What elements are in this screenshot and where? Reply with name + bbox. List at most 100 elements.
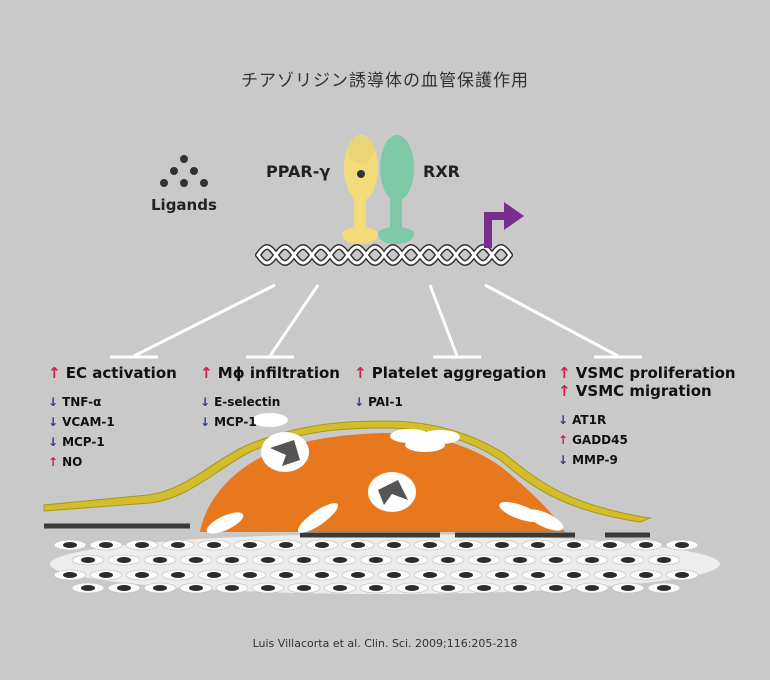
smooth-muscle-nucleus xyxy=(441,557,455,563)
effect-item-text: AT1R xyxy=(572,413,607,427)
effect-list: ↓AT1R↑GADD45↓MMP-9 xyxy=(558,410,736,470)
smooth-muscle-nucleus xyxy=(675,542,689,548)
rxr-receptor xyxy=(378,135,414,244)
ppar-gamma-receptor xyxy=(342,135,378,244)
down-arrow-icon: ↓ xyxy=(200,415,211,429)
smooth-muscle-nucleus xyxy=(405,557,419,563)
effect-list: ↓TNF-α↓VCAM-1↓MCP-1↑NO xyxy=(48,392,177,472)
smooth-muscle-nucleus xyxy=(531,572,545,578)
citation: Luis Villacorta et al. Clin. Sci. 2009;1… xyxy=(252,637,518,650)
up-arrow-icon: ↑ xyxy=(200,364,213,382)
down-arrow-icon: ↓ xyxy=(48,395,59,409)
effect-item-text: PAI-1 xyxy=(368,395,403,409)
smooth-muscle-nucleus xyxy=(513,585,527,591)
smooth-muscle-nucleus xyxy=(531,542,545,548)
down-arrow-icon: ↓ xyxy=(200,395,211,409)
effect-list: ↓PAI-1 xyxy=(354,392,546,412)
up-arrow-icon: ↑ xyxy=(48,364,61,382)
smooth-muscle-nucleus xyxy=(405,585,419,591)
smooth-muscle-nucleus xyxy=(171,542,185,548)
effect-block: ↑ VSMC proliferation ↑ VSMC migration ↓AT1… xyxy=(558,364,736,470)
diagram-title: チアゾリジン誘導体の血管保護作用 xyxy=(241,71,529,91)
smooth-muscle-nucleus xyxy=(441,585,455,591)
effect-header-text: Mϕ infiltration xyxy=(212,364,340,382)
smooth-muscle-nucleus xyxy=(585,557,599,563)
up-arrow-icon: ↑ xyxy=(558,433,569,447)
effect-header-text: Platelet aggregation xyxy=(366,364,547,382)
smooth-muscle-nucleus xyxy=(333,585,347,591)
effect-item-text: GADD45 xyxy=(572,433,628,447)
smooth-muscle-nucleus xyxy=(81,585,95,591)
transcription-arrow xyxy=(484,202,524,248)
vessel-wall xyxy=(44,523,720,594)
smooth-muscle-nucleus xyxy=(81,557,95,563)
smooth-muscle-nucleus xyxy=(135,572,149,578)
smooth-muscle-nucleus xyxy=(621,585,635,591)
up-arrow-icon: ↑ xyxy=(48,455,59,469)
smooth-muscle-nucleus xyxy=(477,557,491,563)
smooth-muscle-nucleus xyxy=(567,572,581,578)
smooth-muscle-nucleus xyxy=(207,572,221,578)
effect-item: ↓E-selectin xyxy=(200,392,340,412)
effect-item: ↓MCP-1 xyxy=(200,412,340,432)
effect-item-text: VCAM-1 xyxy=(62,415,115,429)
effect-list: ↓E-selectin↓MCP-1 xyxy=(200,392,340,432)
up-arrow-icon: ↑ xyxy=(354,364,367,382)
effect-item-text: E-selectin xyxy=(214,395,281,409)
smooth-muscle-nucleus xyxy=(153,585,167,591)
ligand-dots xyxy=(160,155,208,187)
effect-item-text: MMP-9 xyxy=(572,453,618,467)
smooth-muscle-nucleus xyxy=(315,572,329,578)
smooth-muscle-nucleus xyxy=(297,585,311,591)
smooth-muscle-nucleus xyxy=(243,542,257,548)
smooth-muscle-nucleus xyxy=(315,542,329,548)
smooth-muscle-nucleus xyxy=(351,572,365,578)
smooth-muscle-nucleus xyxy=(63,542,77,548)
smooth-muscle-nucleus xyxy=(243,572,257,578)
smooth-muscle-nucleus xyxy=(423,572,437,578)
rxr-label: RXR xyxy=(423,162,460,181)
smooth-muscle-nucleus xyxy=(279,542,293,548)
smooth-muscle-nucleus xyxy=(225,557,239,563)
smooth-muscle-nucleus xyxy=(279,572,293,578)
smooth-muscle-nucleus xyxy=(387,542,401,548)
smooth-muscle-nucleus xyxy=(117,557,131,563)
ppar-gamma-label: PPAR-γ xyxy=(266,162,331,181)
effect-block: ↑ Platelet aggregation↓PAI-1 xyxy=(354,364,546,412)
smooth-muscle-nucleus xyxy=(369,585,383,591)
smooth-muscle-nucleus xyxy=(567,542,581,548)
smooth-muscle-nucleus xyxy=(549,585,563,591)
effect-block: ↑ Mϕ infiltration↓E-selectin↓MCP-1 xyxy=(200,364,340,432)
smooth-muscle-nucleus xyxy=(171,572,185,578)
smooth-muscle-nucleus xyxy=(621,557,635,563)
dna-helix xyxy=(255,244,513,266)
down-arrow-icon: ↓ xyxy=(48,415,59,429)
effect-item-text: MCP-1 xyxy=(62,435,105,449)
effect-header: ↑ VSMC proliferation xyxy=(558,364,736,382)
effect-item: ↓TNF-α xyxy=(48,392,177,412)
smooth-muscle-nucleus xyxy=(189,585,203,591)
smooth-muscle-nucleus xyxy=(459,572,473,578)
smooth-muscle-nucleus xyxy=(225,585,239,591)
smooth-muscle-nucleus xyxy=(513,557,527,563)
smooth-muscle-nucleus xyxy=(261,585,275,591)
smooth-muscle-nucleus xyxy=(117,585,131,591)
down-arrow-icon: ↓ xyxy=(354,395,365,409)
smooth-muscle-nucleus xyxy=(459,542,473,548)
smooth-muscle-nucleus xyxy=(99,542,113,548)
effect-header-text: VSMC migration xyxy=(570,382,712,400)
smooth-muscle-nucleus xyxy=(639,572,653,578)
effect-header: ↑ Mϕ infiltration xyxy=(200,364,340,382)
effect-item: ↑NO xyxy=(48,452,177,472)
smooth-muscle-nucleus xyxy=(333,557,347,563)
effect-header-text: VSMC proliferation xyxy=(570,364,736,382)
smooth-muscle-nucleus xyxy=(495,572,509,578)
effect-item: ↓VCAM-1 xyxy=(48,412,177,432)
smooth-muscle-nucleus xyxy=(585,585,599,591)
smooth-muscle-nucleus xyxy=(675,572,689,578)
smooth-muscle-nucleus xyxy=(261,557,275,563)
effect-item-text: MCP-1 xyxy=(214,415,257,429)
smooth-muscle-nucleus xyxy=(153,557,167,563)
smooth-muscle-nucleus xyxy=(135,542,149,548)
